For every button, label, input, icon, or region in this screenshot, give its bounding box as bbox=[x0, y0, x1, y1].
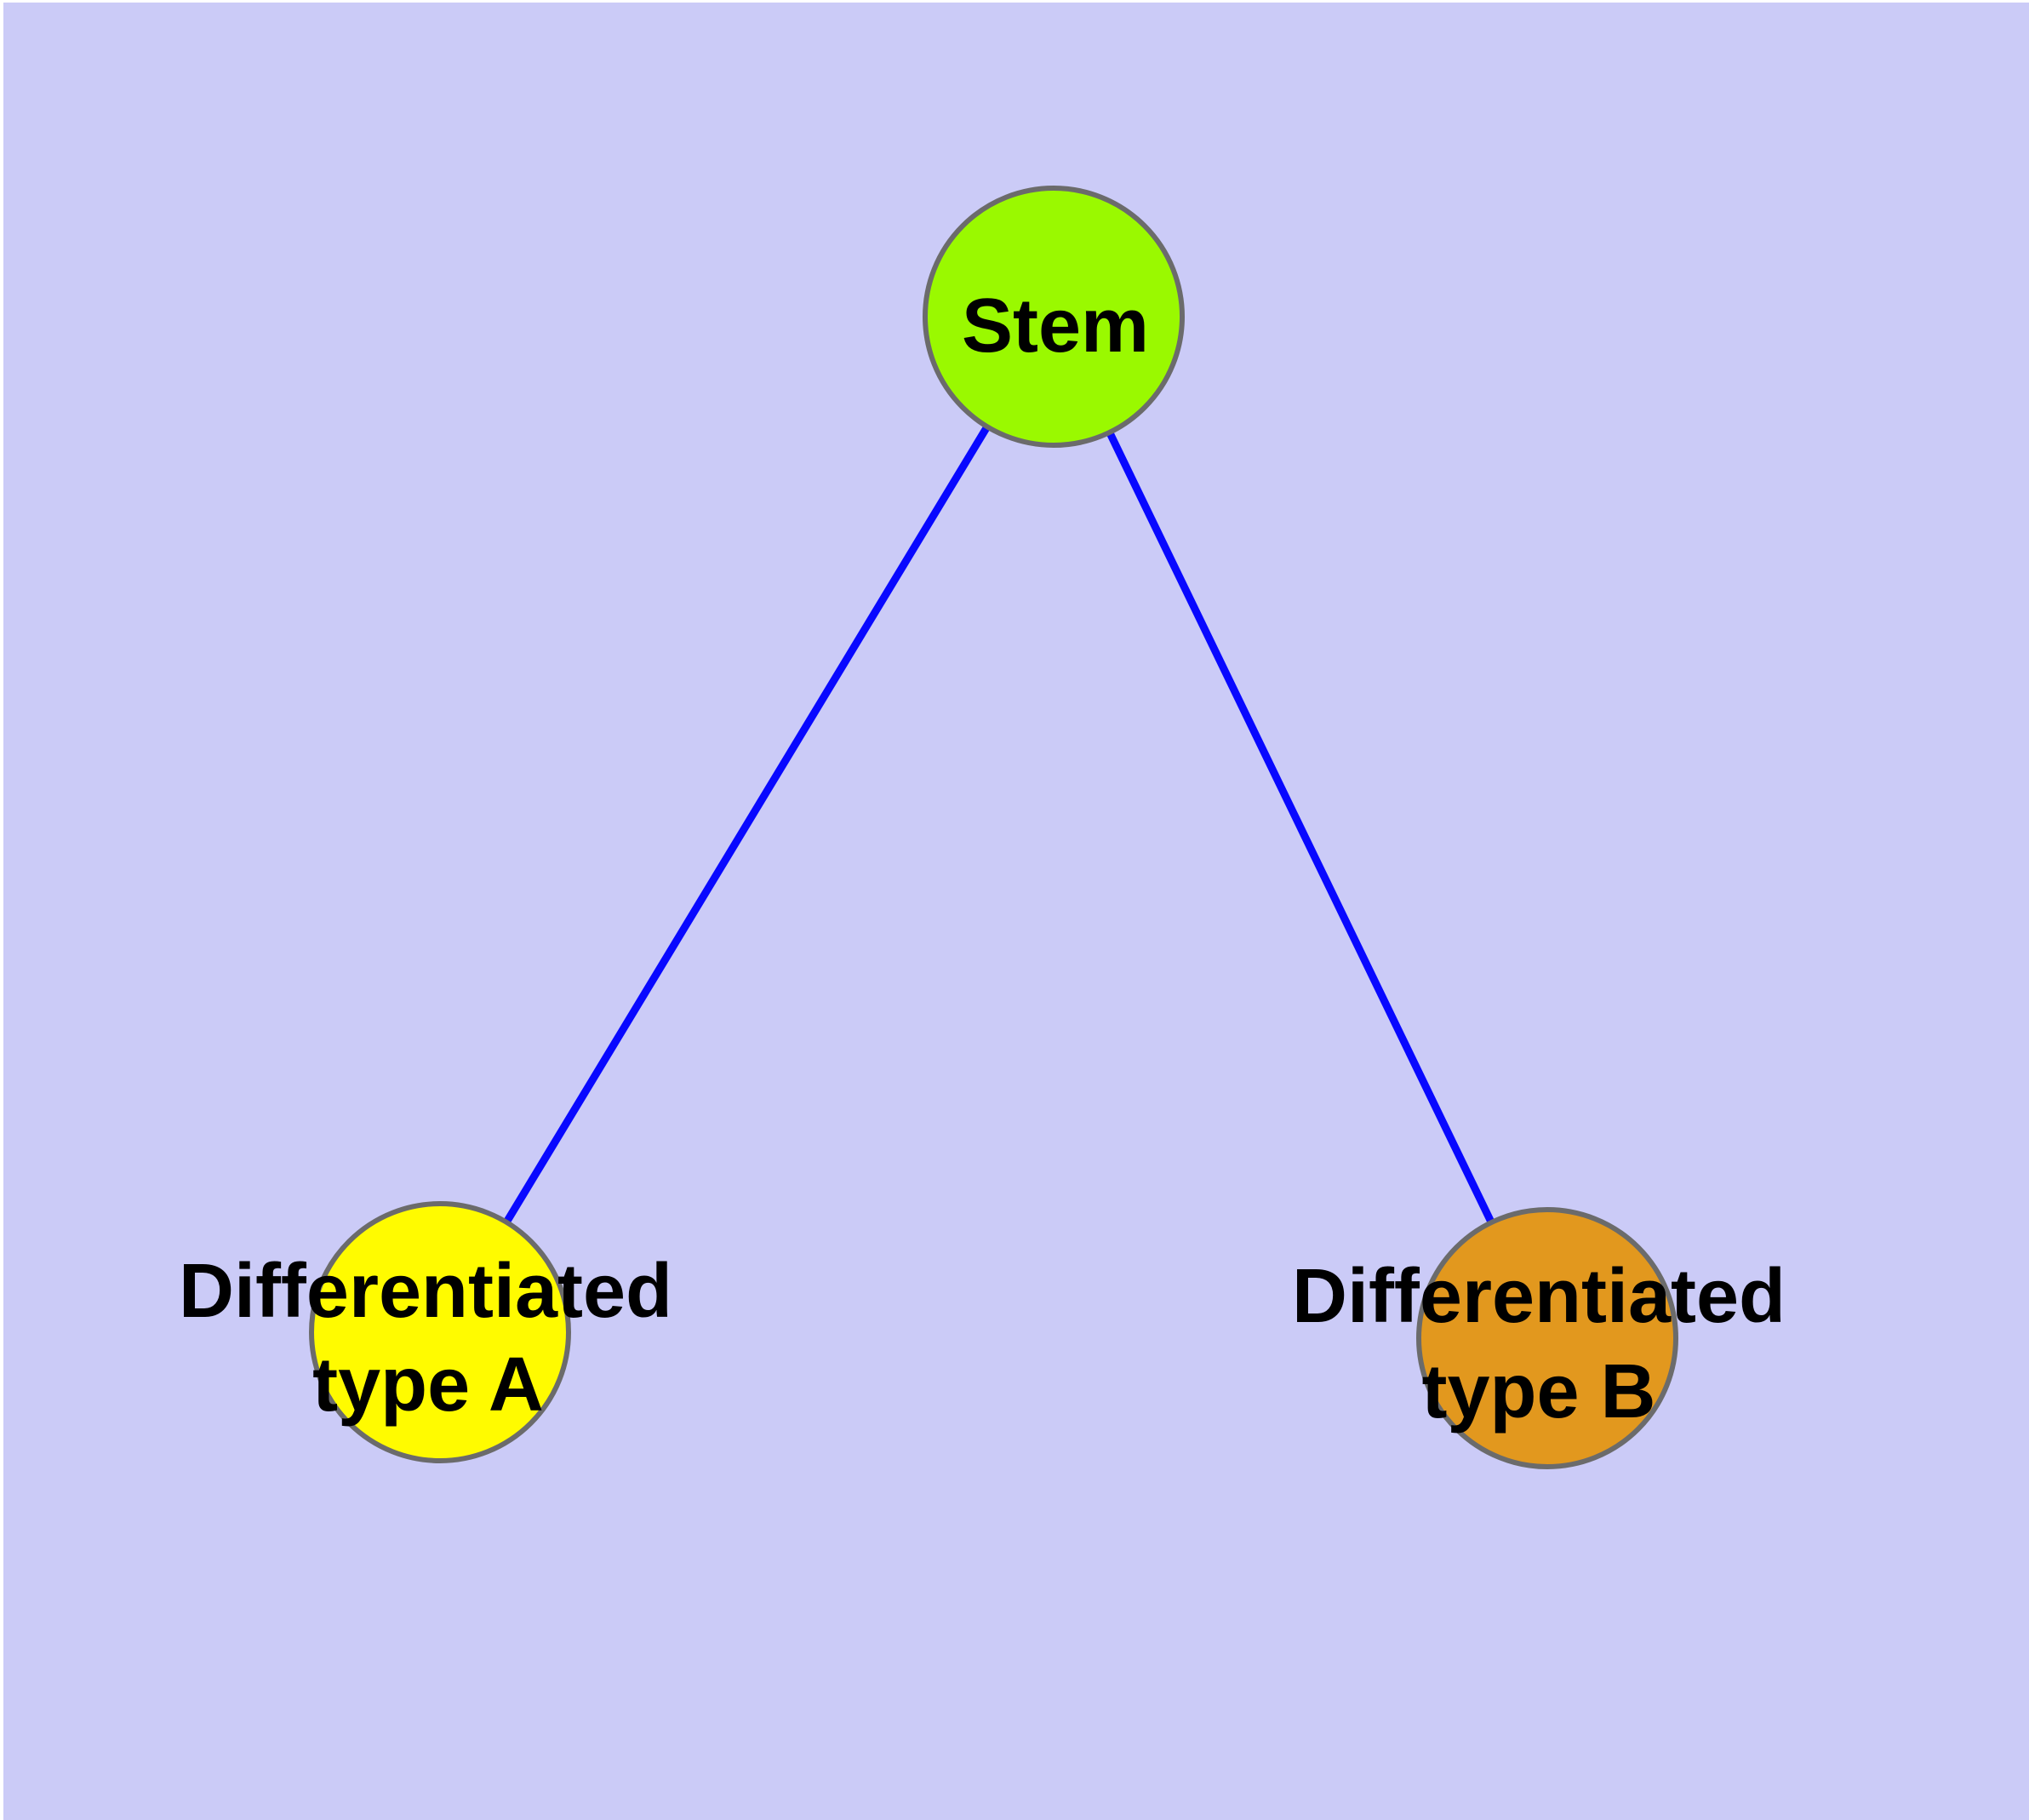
node-type-a-circle bbox=[309, 1201, 571, 1463]
node-stem-label: Stem bbox=[962, 283, 1149, 369]
node-type-a-label-line1: Differentiated bbox=[179, 1249, 672, 1334]
edge-stem-to-type-a bbox=[437, 314, 1057, 1335]
node-type-a-label-line2: type A bbox=[312, 1342, 544, 1428]
edge-stem-to-type-b bbox=[1049, 315, 1552, 1340]
node-stem-circle bbox=[923, 186, 1185, 448]
node-type-b-label-line2: type B bbox=[1421, 1349, 1655, 1434]
node-type-b-circle bbox=[1416, 1207, 1678, 1469]
node-type-b-label-line1: Differentiated bbox=[1292, 1254, 1786, 1339]
